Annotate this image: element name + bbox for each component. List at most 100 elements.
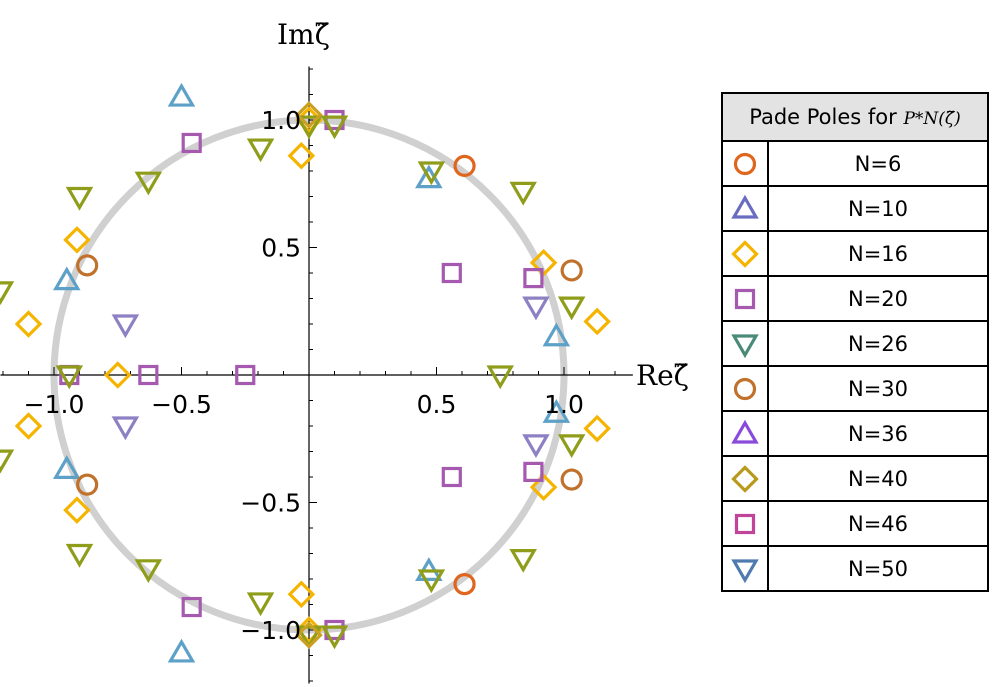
legend-entry: N=6 bbox=[721, 140, 989, 187]
data-point bbox=[14, 412, 43, 440]
data-point bbox=[542, 322, 571, 347]
legend-entry: N=10 bbox=[721, 185, 989, 232]
data-point bbox=[111, 314, 140, 339]
data-point bbox=[52, 266, 81, 291]
data-point bbox=[295, 621, 323, 649]
legend-entry: N=16 bbox=[721, 230, 989, 277]
data-point bbox=[55, 365, 84, 390]
legend-marker bbox=[731, 419, 759, 444]
legend-symbol bbox=[721, 275, 769, 322]
data-point bbox=[522, 434, 550, 459]
data-point bbox=[138, 364, 159, 386]
data-point bbox=[295, 101, 323, 129]
legend-marker bbox=[731, 558, 759, 583]
data-point bbox=[287, 141, 316, 170]
y-tick-label: 1.0 bbox=[261, 106, 301, 135]
data-point bbox=[529, 249, 558, 277]
y-tick-label: −0.5 bbox=[240, 489, 301, 518]
data-point bbox=[295, 115, 323, 140]
legend-marker-icon bbox=[731, 194, 759, 219]
legend-label: N=10 bbox=[767, 185, 989, 232]
data-point bbox=[0, 281, 15, 306]
axes bbox=[0, 66, 633, 684]
legend-marker-icon bbox=[734, 288, 756, 309]
data-point bbox=[76, 473, 99, 496]
legend-symbol bbox=[721, 140, 769, 187]
series-n-30 bbox=[76, 254, 583, 496]
x-tick-label: −1.0 bbox=[24, 390, 85, 419]
data-point bbox=[181, 596, 202, 618]
legend-label: N=26 bbox=[767, 320, 989, 367]
legend-label: N=50 bbox=[767, 545, 989, 592]
legend-symbol bbox=[721, 500, 769, 547]
legend-entry: N=46 bbox=[721, 500, 989, 547]
data-point bbox=[14, 310, 43, 338]
data-point bbox=[560, 259, 583, 282]
data-point bbox=[509, 181, 537, 206]
legend-marker-icon bbox=[731, 419, 759, 444]
data-point bbox=[542, 399, 571, 423]
legend-entry: N=20 bbox=[721, 275, 989, 322]
data-point bbox=[111, 416, 140, 441]
data-point bbox=[557, 434, 586, 459]
legend-symbol bbox=[721, 545, 769, 592]
data-point bbox=[417, 569, 446, 594]
legend-marker-icon bbox=[731, 239, 759, 268]
legend-symbol bbox=[721, 230, 769, 277]
legend-entry: N=26 bbox=[721, 320, 989, 367]
data-point bbox=[235, 364, 256, 386]
legend-title-text: Pade Poles for bbox=[749, 105, 904, 129]
data-point bbox=[453, 154, 476, 177]
data-point bbox=[320, 625, 349, 650]
legend-marker-icon bbox=[734, 513, 756, 534]
legend-entry: N=30 bbox=[721, 365, 989, 412]
legend-marker bbox=[731, 333, 759, 358]
data-points bbox=[0, 82, 611, 663]
x-axis-label: Reζ̃ bbox=[636, 359, 689, 392]
legend-title-math: P*N(ζ̃) bbox=[903, 109, 961, 129]
legend-label: N=20 bbox=[767, 275, 989, 322]
data-point bbox=[65, 543, 94, 568]
legend-marker-icon bbox=[733, 377, 757, 400]
data-point bbox=[486, 365, 515, 390]
y-tick-label: 0.5 bbox=[261, 234, 301, 263]
legend-marker bbox=[734, 288, 756, 309]
data-point bbox=[181, 132, 202, 154]
data-point bbox=[167, 638, 196, 663]
legend-entry: N=50 bbox=[721, 545, 989, 592]
y-axis-label: Imζ̃ bbox=[277, 18, 330, 51]
legend-label: N=16 bbox=[767, 230, 989, 277]
y-tick-label: −1.0 bbox=[240, 616, 301, 645]
legend-marker bbox=[731, 194, 759, 219]
data-point bbox=[134, 171, 163, 196]
x-tick-label: 0.5 bbox=[417, 390, 457, 419]
legend-marker bbox=[733, 377, 757, 400]
series-n-40 bbox=[295, 101, 323, 649]
data-point bbox=[134, 559, 163, 583]
data-point bbox=[560, 468, 583, 491]
legend-entry: N=36 bbox=[721, 410, 989, 457]
series-n-10 bbox=[52, 82, 571, 663]
legend-symbol bbox=[721, 365, 769, 412]
x-tick-label: 1.0 bbox=[544, 390, 584, 419]
legend-entry: N=40 bbox=[721, 455, 989, 502]
data-point bbox=[523, 268, 544, 289]
data-point bbox=[417, 161, 446, 186]
data-point bbox=[63, 496, 91, 524]
legend-title: Pade Poles for P*N(ζ̃) bbox=[721, 92, 989, 142]
data-point bbox=[65, 186, 94, 211]
legend-marker-icon bbox=[731, 333, 759, 358]
legend-symbol bbox=[721, 320, 769, 367]
data-point bbox=[441, 262, 462, 284]
data-point bbox=[453, 572, 476, 596]
data-point bbox=[522, 296, 550, 321]
data-point bbox=[287, 580, 316, 609]
legend-label: N=40 bbox=[767, 455, 989, 502]
axis-ticks bbox=[2, 68, 616, 682]
data-point bbox=[523, 461, 544, 482]
legend-label: N=46 bbox=[767, 500, 989, 547]
legend-marker bbox=[731, 239, 759, 268]
